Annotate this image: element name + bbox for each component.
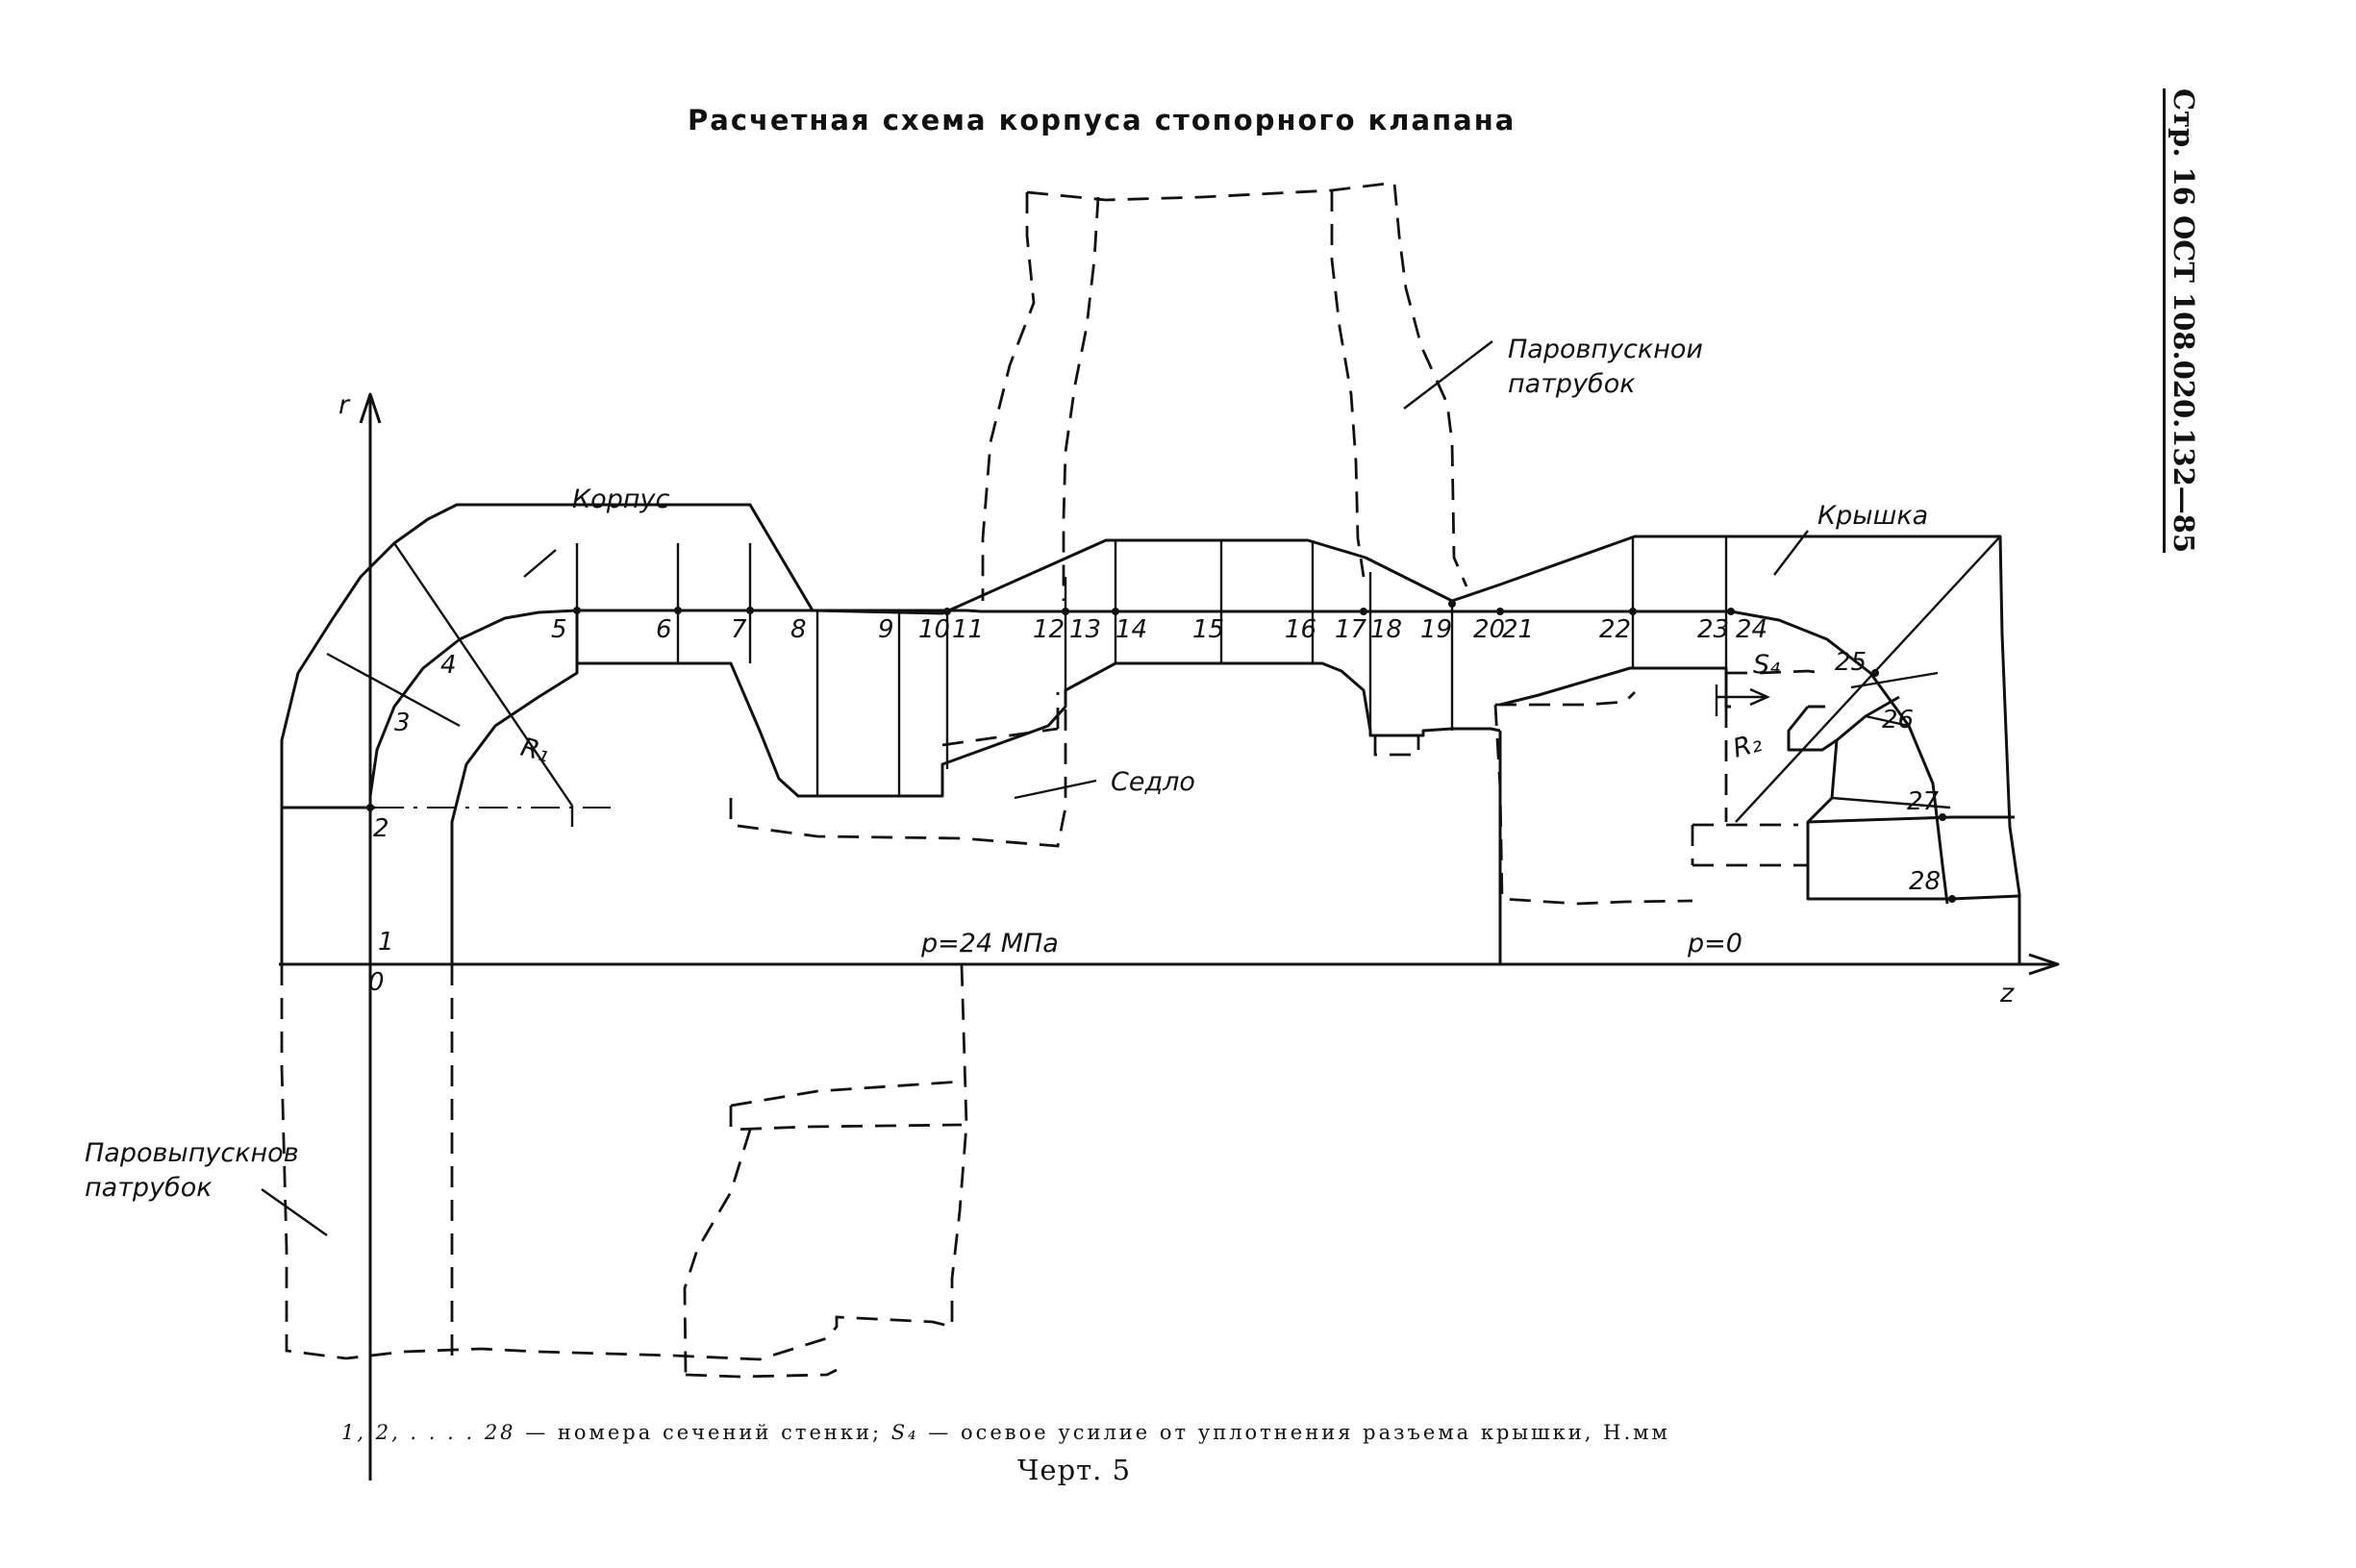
section-lines	[326, 535, 2001, 827]
section-2: 2	[373, 814, 389, 843]
wall-outer-contour	[280, 503, 2021, 964]
section-18: 18	[1370, 615, 1402, 644]
body-label: Корпус	[572, 485, 669, 514]
section-28: 28	[1909, 867, 1941, 896]
outlet-pipe-label-line1: Паровыпускнов	[85, 1138, 299, 1168]
seat-outline	[729, 692, 1420, 848]
pressure-left-label: p=24 МПа	[920, 929, 1059, 958]
inlet-pipe-label-line1: Паровпускнои	[1508, 335, 1703, 364]
section-21: 21	[1502, 615, 1534, 644]
figure-number: Черт. 5	[1017, 1454, 1132, 1486]
z-axis-label: z	[1999, 979, 2015, 1008]
radius-r1-label: R₁	[517, 733, 553, 769]
force-s4-label: S₄	[1753, 650, 1780, 680]
section-27: 27	[1907, 787, 1940, 816]
caption-symbol: S₄	[890, 1421, 919, 1444]
section-15: 15	[1192, 615, 1224, 644]
z-axis-arrow	[2028, 953, 2060, 976]
section-11: 11	[952, 615, 984, 644]
section-25: 25	[1835, 648, 1867, 677]
section-22: 22	[1599, 615, 1631, 644]
section-17: 17	[1335, 615, 1367, 644]
radius-r2-label: R₂	[1730, 728, 1766, 764]
section-8: 8	[790, 615, 807, 644]
section-26: 26	[1882, 706, 1914, 734]
cover-leader	[1773, 530, 1809, 576]
section-16: 16	[1285, 615, 1316, 644]
inlet-pipe-outline	[981, 181, 1468, 601]
r-axis-arrow	[359, 392, 382, 424]
origin-label: 0	[368, 968, 385, 997]
page-title: Расчетная схема корпуса стопорного клапа…	[688, 104, 1516, 137]
caption-text1: — номера сечений стенки;	[515, 1421, 891, 1444]
inlet-pipe-leader	[1403, 340, 1493, 410]
section-12: 12	[1033, 615, 1065, 644]
pressure-labels: p=24 МПа p=0	[920, 929, 1742, 958]
section-20: 20	[1473, 615, 1505, 644]
section-13: 13	[1069, 615, 1101, 644]
section-1: 1	[378, 928, 394, 957]
cover-outline	[1493, 669, 1823, 906]
section-19: 19	[1420, 615, 1452, 644]
section-10: 10	[918, 615, 950, 644]
radius-labels: R₁ R₂	[517, 728, 1765, 768]
section-23: 23	[1697, 615, 1729, 644]
seat-label: Седло	[1111, 767, 1195, 797]
figure-caption: 1, 2, . . . . 28 — номера сечений стенки…	[341, 1421, 1670, 1444]
cover-label: Крышка	[1817, 501, 1928, 531]
section-7: 7	[731, 615, 747, 644]
section-3: 3	[394, 709, 411, 737]
section-number-labels: 1 2 3 4 5 6 7 8 9 10 11 12 13 14 15 16 1…	[373, 615, 1941, 957]
body-leader	[523, 549, 557, 578]
section-9: 9	[878, 615, 894, 644]
section-24: 24	[1736, 615, 1767, 644]
caption-range: 1, 2, . . . . 28	[341, 1421, 516, 1444]
outlet-pipe-label-line2: патрубок	[85, 1173, 213, 1203]
seat-leader	[1014, 779, 1097, 800]
section-6: 6	[656, 615, 672, 644]
section-5: 5	[551, 615, 567, 644]
force-arrow-head	[1749, 687, 1770, 707]
section-nodes	[366, 600, 1956, 903]
section-4: 4	[440, 651, 457, 680]
outlet-pipe-outline	[280, 963, 968, 1379]
caption-text2: — осевое усилие от уплотнения разъема кр…	[918, 1421, 1670, 1444]
force-s4: S₄	[1715, 650, 1780, 716]
component-labels: Корпус Крышка Седло Паровпускнои патрубо…	[85, 335, 1928, 1236]
r-axis-label: r	[338, 390, 351, 420]
outlet-pipe-leader	[261, 1188, 328, 1236]
section-14: 14	[1115, 615, 1147, 644]
pressure-right-label: p=0	[1687, 929, 1742, 958]
inlet-pipe-label-line2: патрубок	[1508, 369, 1636, 399]
